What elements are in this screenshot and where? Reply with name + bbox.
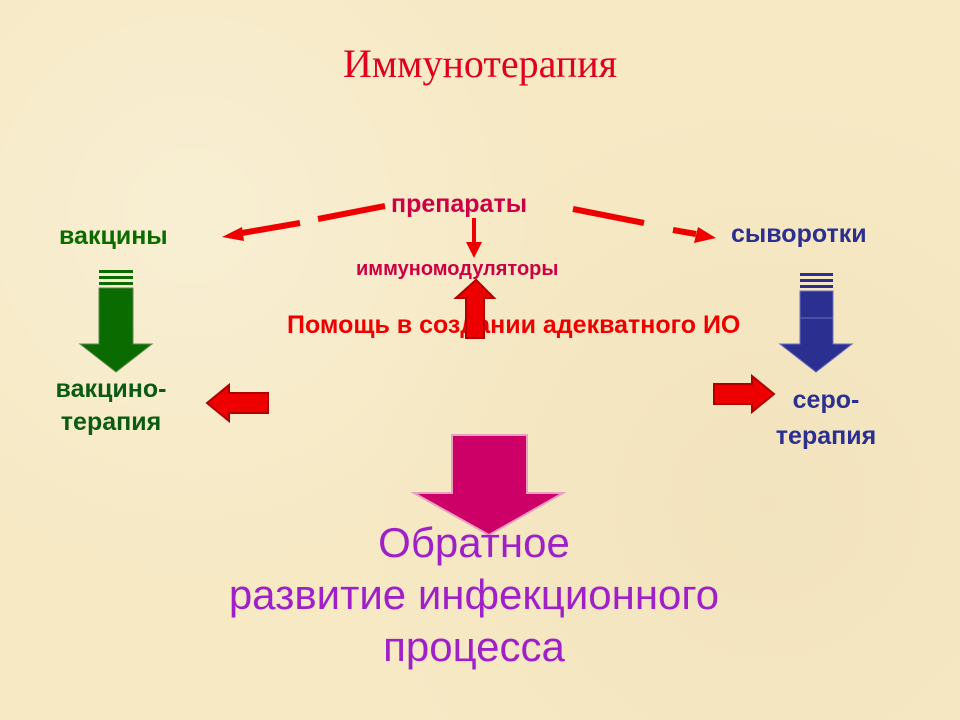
node-immunomodulyatory: иммуномодуляторы xyxy=(356,258,559,280)
red-left-arrow xyxy=(205,382,269,424)
seroterapiya-line1: серо- xyxy=(792,386,860,414)
result-line2: развитие инфекционного xyxy=(228,571,720,618)
seroterapiya-line2: терапия xyxy=(775,422,877,450)
node-vakciny: вакцины xyxy=(59,222,168,250)
arrow-to-vakciny xyxy=(222,203,386,241)
vakcinoterapiya-line1: вакцино- xyxy=(55,375,167,403)
result-line1: Обратное xyxy=(378,519,570,566)
slide-title: Иммунотерапия xyxy=(342,41,618,86)
vakcinoterapiya-line2: терапия xyxy=(60,408,162,436)
node-seroterapiya: серо- терапия xyxy=(751,382,901,454)
node-preparaty: препараты xyxy=(391,190,528,218)
result-text: Обратное развитие инфекционного процесса xyxy=(0,517,948,673)
node-syvorotki: сыворотки xyxy=(731,220,867,248)
result-line3: процесса xyxy=(383,623,565,670)
magenta-down-arrow xyxy=(410,434,567,537)
arrow-to-syvorotki xyxy=(572,206,716,243)
red-right-arrow xyxy=(713,373,776,415)
arrow-to-immunomodulators xyxy=(466,218,482,258)
blue-block-arrow-overlay xyxy=(778,317,854,373)
green-block-arrow xyxy=(78,270,154,373)
node-vakcinoterapiya: вакцино- терапия xyxy=(36,373,186,439)
red-up-arrow-overlay xyxy=(453,278,497,339)
node-pomosch: Помощь в создании адекватного ИО xyxy=(287,311,741,339)
